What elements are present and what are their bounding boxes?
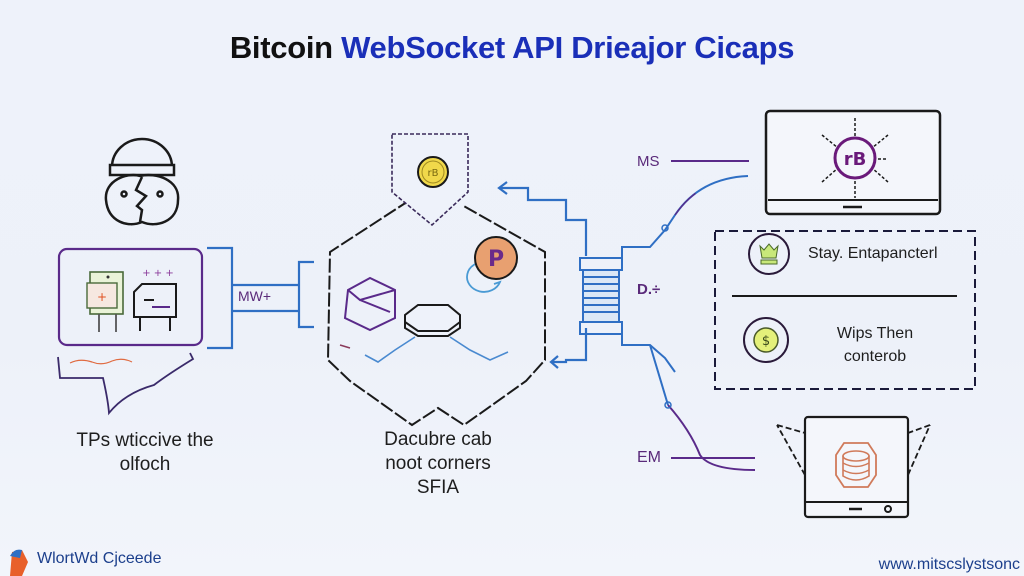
lower-stepped-arrow	[549, 328, 588, 369]
bitcoin-coin-icon	[417, 156, 449, 188]
em-curve	[667, 404, 756, 471]
monitor-icon	[764, 109, 942, 216]
dollar-coin-icon: $	[743, 317, 789, 363]
svg-text:$: $	[762, 334, 770, 349]
em-curve-blue-end	[649, 344, 669, 406]
mw-connector	[207, 246, 314, 350]
footer-url[interactable]: www.mitscslystsonc	[878, 556, 1020, 573]
inner-circuit-lines	[339, 336, 509, 363]
footer-logo-icon	[10, 549, 28, 576]
ms-label: MS	[637, 153, 660, 170]
mw-connector-label: MW+	[238, 288, 272, 304]
footer-left-text: WlortWd Cjceede	[37, 550, 162, 567]
user-head-icon	[104, 137, 180, 226]
svg-text:+: +	[97, 290, 107, 304]
d-label: D.÷	[637, 281, 661, 298]
badge-label: P	[488, 247, 504, 272]
svg-text:+ + +: + + +	[142, 268, 174, 279]
em-label: EM	[637, 449, 661, 466]
junction-dot-lower	[664, 401, 672, 409]
legend-item-2-text: Wips Then conterob	[815, 322, 935, 368]
ms-purple-line	[674, 175, 749, 216]
database-tablet-icon	[776, 415, 931, 519]
footer-brand: WlortWd Cjceede	[8, 550, 161, 568]
spool-connector-icon	[579, 175, 749, 373]
legend-box	[714, 230, 976, 390]
legend-item-2-line-1: Wips Then	[836, 325, 914, 342]
speech-bubble-icon	[57, 352, 195, 416]
p-badge-icon	[466, 236, 518, 293]
legend-item-2-line-2: conterob	[843, 348, 907, 365]
central-hexagon	[326, 199, 546, 427]
terminal-machine-icon: + + +	[133, 268, 177, 331]
cube-icon	[343, 276, 396, 332]
center-caption-line-1: Dacubre cab	[384, 429, 492, 450]
server-machine-icon: +	[86, 271, 124, 332]
machines-panel	[57, 247, 204, 347]
title-part-2: WebSocket API Drieajor Cicaps	[341, 30, 795, 65]
junction-dot-upper	[661, 224, 669, 232]
center-caption-line-2: noot corners	[385, 453, 491, 474]
legend-item-1-text: Stay. Entapancterl	[808, 245, 938, 262]
crown-icon	[748, 233, 790, 275]
left-caption: TPs wticcive the olfoch	[40, 429, 250, 477]
disc-icon	[404, 304, 461, 337]
top-coin-label: rB	[428, 168, 439, 179]
center-caption: Dacubre cab noot corners SFIA	[333, 428, 543, 500]
upper-stepped-arrow	[497, 181, 588, 256]
title-part-1: Bitcoin	[229, 30, 333, 65]
left-caption-line-1: TPs wticcive the	[76, 430, 214, 451]
page-title: Bitcoin WebSocket API Drieajor Cicaps	[0, 30, 1024, 66]
monitor-coin-label: rB	[844, 149, 867, 170]
center-caption-line-3: SFIA	[416, 477, 460, 498]
left-caption-line-2: olfoch	[119, 454, 171, 475]
